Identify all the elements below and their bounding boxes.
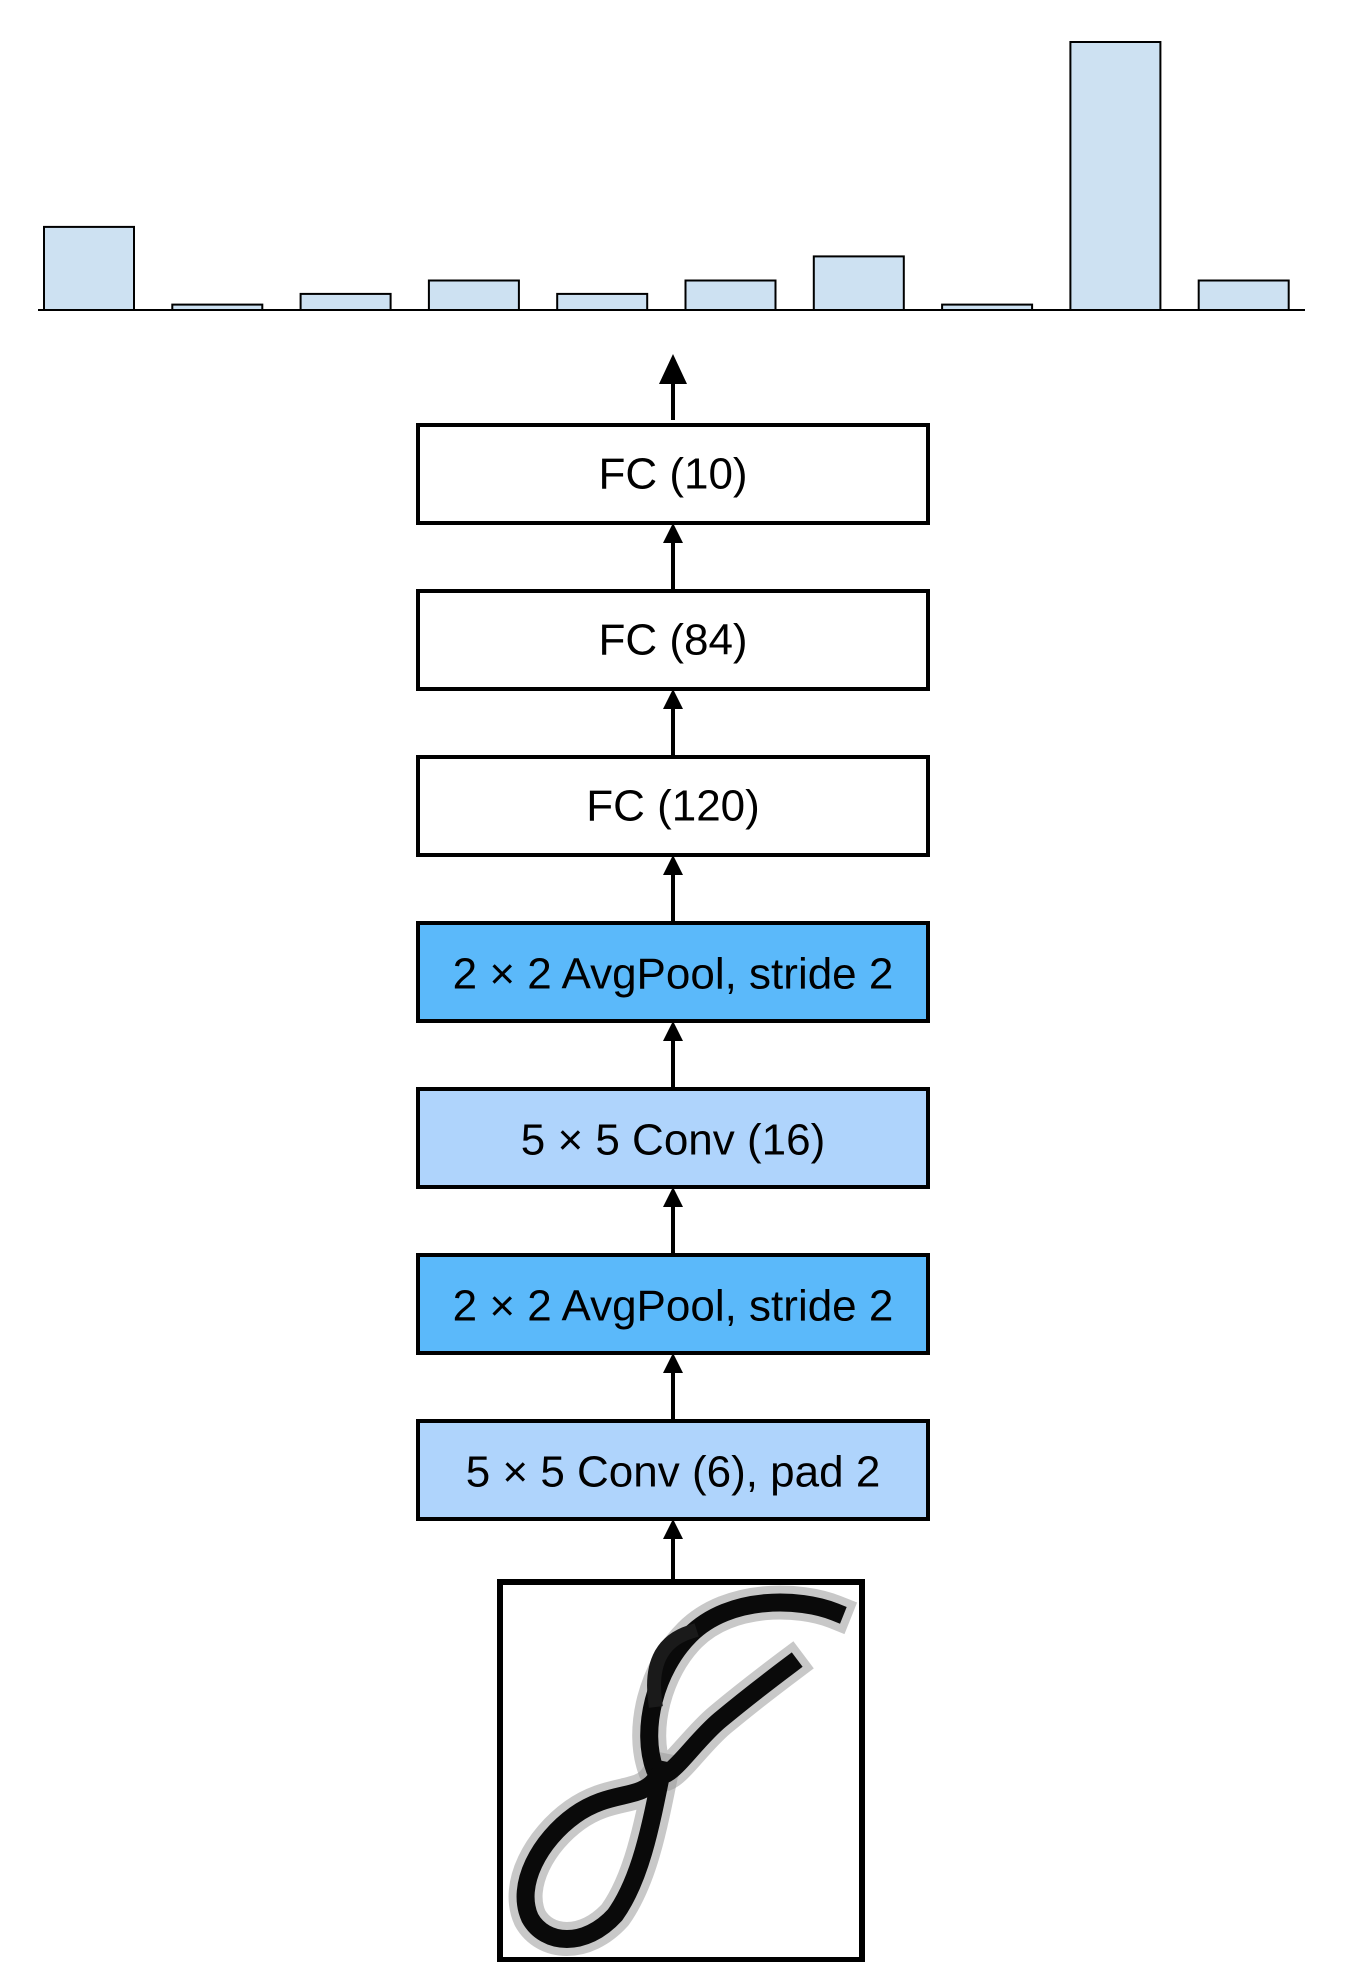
output-bar (1069, 41, 1162, 311)
handwritten-digit-8-icon (508, 1585, 858, 1956)
output-bar (684, 279, 777, 311)
output-bar-chart (43, 41, 1290, 312)
layer-box (416, 1419, 930, 1521)
layer-label: FC (120) (586, 782, 760, 831)
layer-label: FC (10) (598, 450, 747, 499)
output-bar (1197, 279, 1290, 311)
output-bar (43, 225, 135, 311)
layer-fc-120: FC (120) (416, 755, 930, 857)
layer-conv-16: 5 × 5 Conv (16) (416, 1087, 930, 1189)
layer-label: 5 × 5 Conv (16) (521, 1116, 826, 1165)
layer-label: 2 × 2 AvgPool, stride 2 (453, 1282, 894, 1331)
layer-label: FC (84) (598, 616, 747, 665)
output-bar (427, 279, 520, 311)
layer-label: 2 × 2 AvgPool, stride 2 (453, 950, 894, 999)
layer-stack: FC (10) FC (84) FC (120) 2 × 2 AvgPool, … (416, 423, 930, 1521)
output-bar (299, 292, 392, 311)
layer-fc-10: FC (10) (416, 423, 930, 525)
output-bar (812, 255, 905, 311)
output-arrow (659, 354, 687, 420)
layer-label: 5 × 5 Conv (6), pad 2 (466, 1448, 881, 1497)
layer-fc-84: FC (84) (416, 589, 930, 691)
layer-box (416, 921, 930, 1023)
input-image (497, 1579, 865, 1962)
layer-avgpool-1: 2 × 2 AvgPool, stride 2 (416, 1253, 930, 1355)
layer-box (416, 755, 930, 857)
layer-box (416, 423, 930, 525)
layer-conv-6: 5 × 5 Conv (6), pad 2 (416, 1419, 930, 1521)
layer-avgpool-2: 2 × 2 AvgPool, stride 2 (416, 921, 930, 1023)
output-bar (556, 292, 649, 311)
